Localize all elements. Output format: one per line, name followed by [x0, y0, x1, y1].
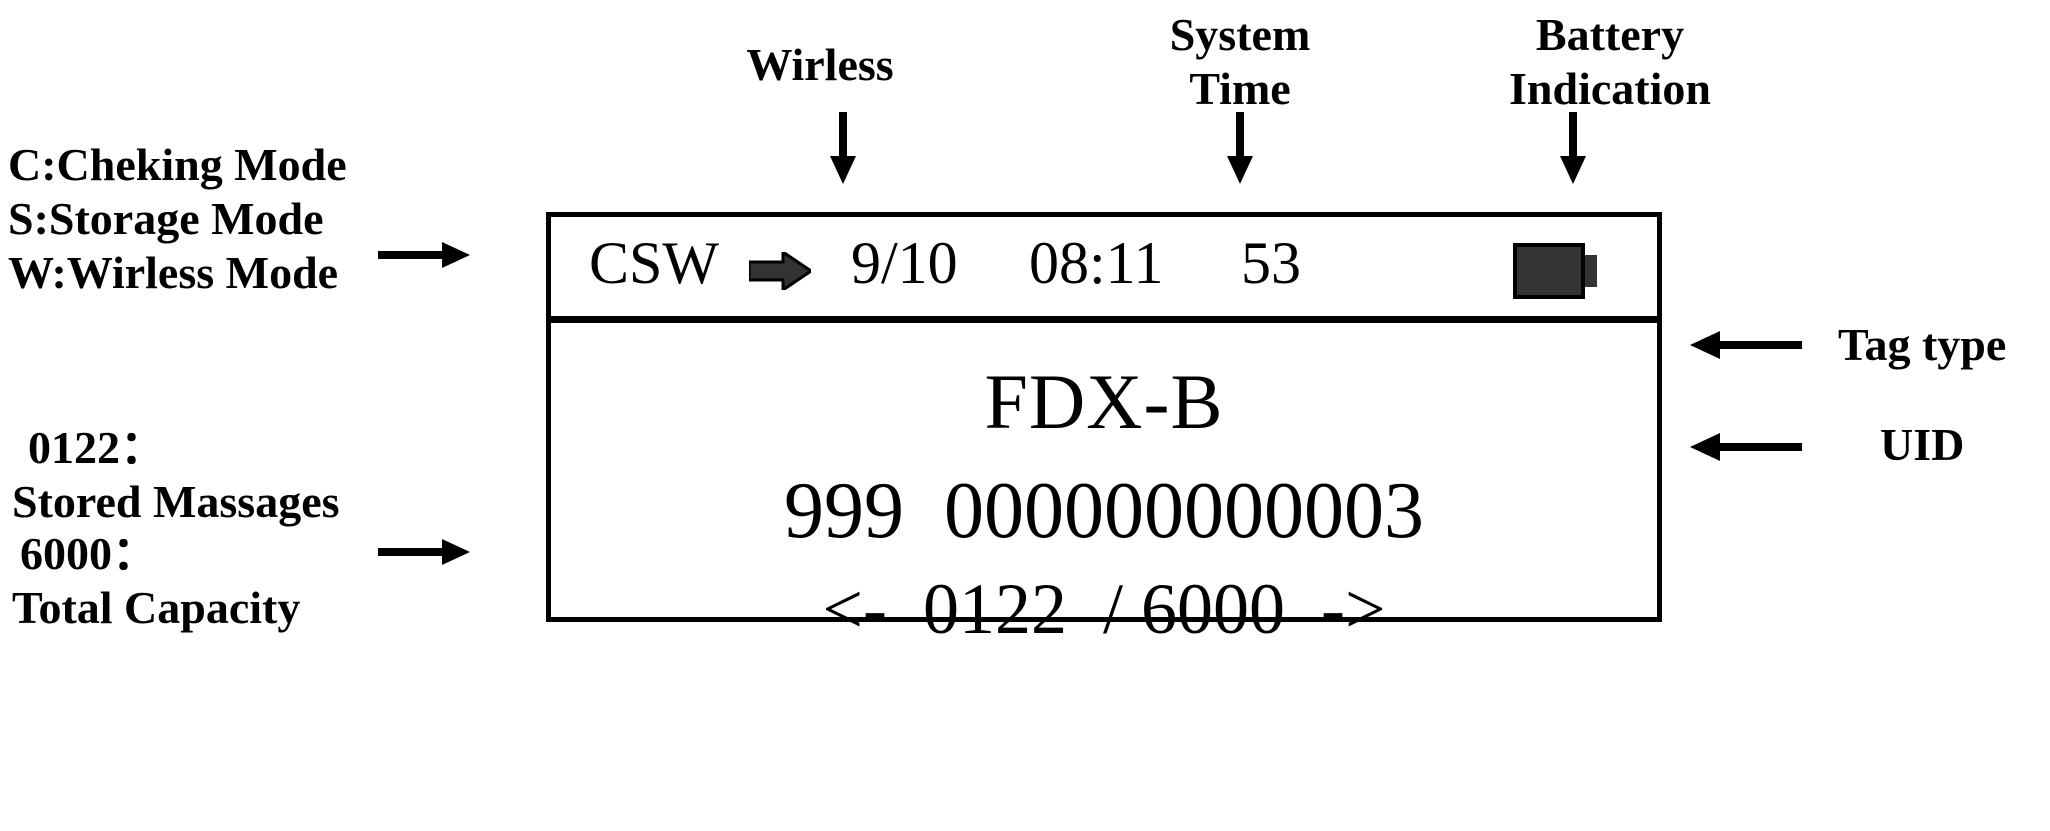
system-time-pointer-down-arrow-icon: [1225, 112, 1255, 184]
mode-legend-storage: S:Storage Mode: [8, 193, 324, 244]
lcd-main-area: FDX-B 999 000000000003 <- 0122 / 6000 ->: [551, 323, 1657, 646]
system-time-callout-label-line1: System: [1169, 9, 1311, 60]
battery-percent-value: 53: [1241, 230, 1301, 296]
mode-legend-wireless: W:Wirless Mode: [8, 247, 339, 298]
battery-terminal-nub: [1585, 255, 1597, 287]
uid-pointer-left-arrow-icon: [1690, 432, 1802, 462]
uid-value: 999 000000000003: [784, 467, 1424, 555]
tag-type-pointer-left-arrow-icon: [1690, 330, 1802, 360]
system-date-value[interactable]: 9/10: [851, 230, 958, 296]
uid-callout-label: UID: [1880, 419, 1965, 470]
total-capacity-caption: Total Capacity: [12, 582, 301, 633]
stored-messages-value-label: 0122：: [28, 422, 166, 473]
tag-type-callout-label: Tag type: [1838, 319, 2007, 370]
wireless-right-arrow-icon: [749, 252, 811, 290]
mode-indicator-csw[interactable]: CSW: [589, 230, 720, 296]
record-navigation-line[interactable]: <- 0122 / 6000 ->: [822, 569, 1386, 649]
battery-callout-label-line2: Indication: [1509, 63, 1711, 114]
total-capacity-value-label: 6000：: [20, 528, 158, 579]
wireless-pointer-down-arrow-icon: [828, 112, 858, 184]
battery-body: [1513, 243, 1585, 299]
battery-callout-label-line1: Battery: [1535, 9, 1685, 60]
mode-legend-checking: C:Cheking Mode: [8, 139, 347, 190]
system-time-value[interactable]: 08:11: [1029, 230, 1164, 296]
capacity-pointer-right-arrow-icon: [378, 537, 470, 567]
tag-type-value: FDX-B: [984, 358, 1224, 445]
lcd-status-bar: CSW 9/10 08:11 53: [551, 217, 1657, 323]
system-time-callout-label-line2: Time: [1189, 63, 1291, 114]
device-lcd-screen: CSW 9/10 08:11 53 FDX-B 999 000000000003…: [546, 212, 1662, 646]
stored-messages-caption: Stored Massages: [12, 476, 340, 527]
battery-full-icon: [1513, 243, 1597, 299]
battery-pointer-down-arrow-icon: [1558, 112, 1588, 184]
mode-legend-pointer-right-arrow-icon: [378, 240, 470, 270]
wireless-callout-label: Wirless: [746, 39, 894, 90]
